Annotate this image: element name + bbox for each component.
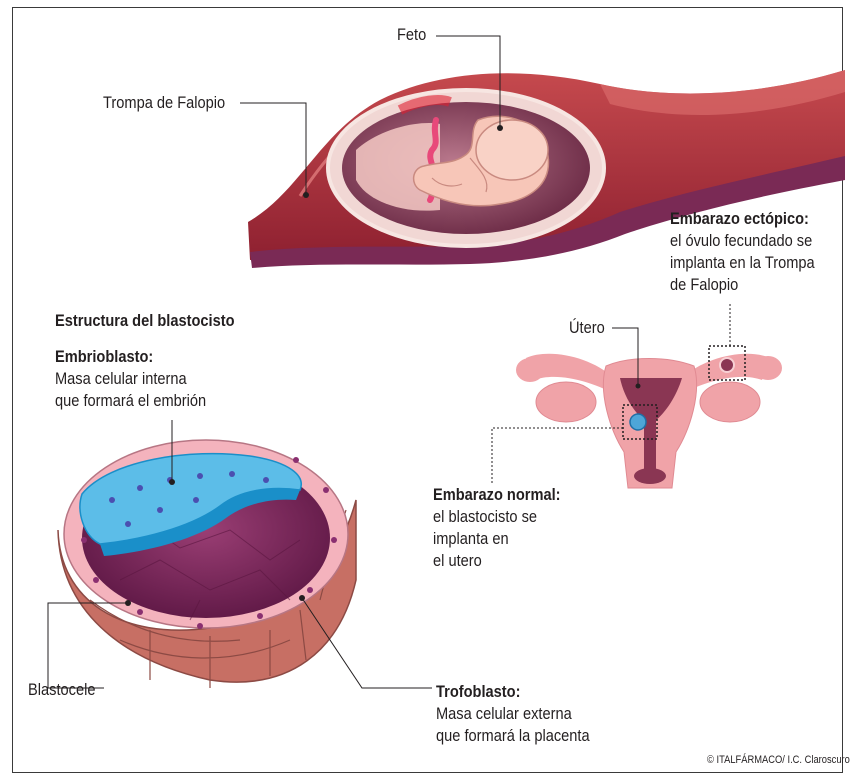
- trofoblasto-line1: Masa celular externa: [436, 704, 572, 723]
- leader-feto: [436, 35, 501, 128]
- figure-frame: [12, 7, 843, 773]
- embrioblasto-line1: Masa celular interna: [55, 369, 187, 388]
- ectopico-title: Embarazo ectópico:: [670, 209, 809, 228]
- leader-lines: [47, 35, 731, 689]
- label-embrioblasto: Embrioblasto: Masa celular interna que f…: [55, 346, 206, 412]
- label-feto: Feto: [397, 25, 427, 44]
- label-trompa: Trompa de Falopio: [103, 93, 226, 112]
- embrioblasto-title: Embrioblasto:: [55, 347, 154, 366]
- title-estructura: Estructura del blastocisto: [55, 311, 235, 330]
- label-utero: Útero: [569, 318, 605, 337]
- ectopico-line1: el óvulo fecundado se: [670, 231, 813, 250]
- leader-utero: [612, 327, 639, 386]
- normal-title: Embarazo normal:: [433, 485, 561, 504]
- label-trofoblasto: Trofoblasto: Masa celular externa que fo…: [436, 681, 590, 747]
- trofoblasto-title: Trofoblasto:: [436, 682, 521, 701]
- leader-normal: [491, 427, 623, 484]
- leader-trompa: [240, 102, 307, 195]
- label-ectopico: Embarazo ectópico: el óvulo fecundado se…: [670, 208, 815, 296]
- ectopico-line2: implanta en la Trompa: [670, 253, 815, 272]
- credit-text: © ITALFÁRMACO/ I.C. Claroscuro: [707, 754, 850, 766]
- uterus: [516, 345, 782, 489]
- embrioblasto-line2: que formará el embrión: [55, 391, 207, 410]
- label-normal: Embarazo normal: el blastocisto se impla…: [433, 484, 561, 572]
- normal-line1: el blastocisto se: [433, 507, 538, 526]
- ectopico-line3: de Falopio: [670, 275, 739, 294]
- fetus: [412, 115, 550, 207]
- blastocyst: [57, 439, 357, 688]
- normal-line3: el utero: [433, 551, 482, 570]
- leader-trofoblasto: [301, 597, 432, 689]
- trofoblasto-line2: que formará la placenta: [436, 726, 590, 745]
- leader-blastocele: [47, 602, 128, 689]
- label-blastocele: Blastocele: [28, 680, 96, 699]
- normal-line2: implanta en: [433, 529, 509, 548]
